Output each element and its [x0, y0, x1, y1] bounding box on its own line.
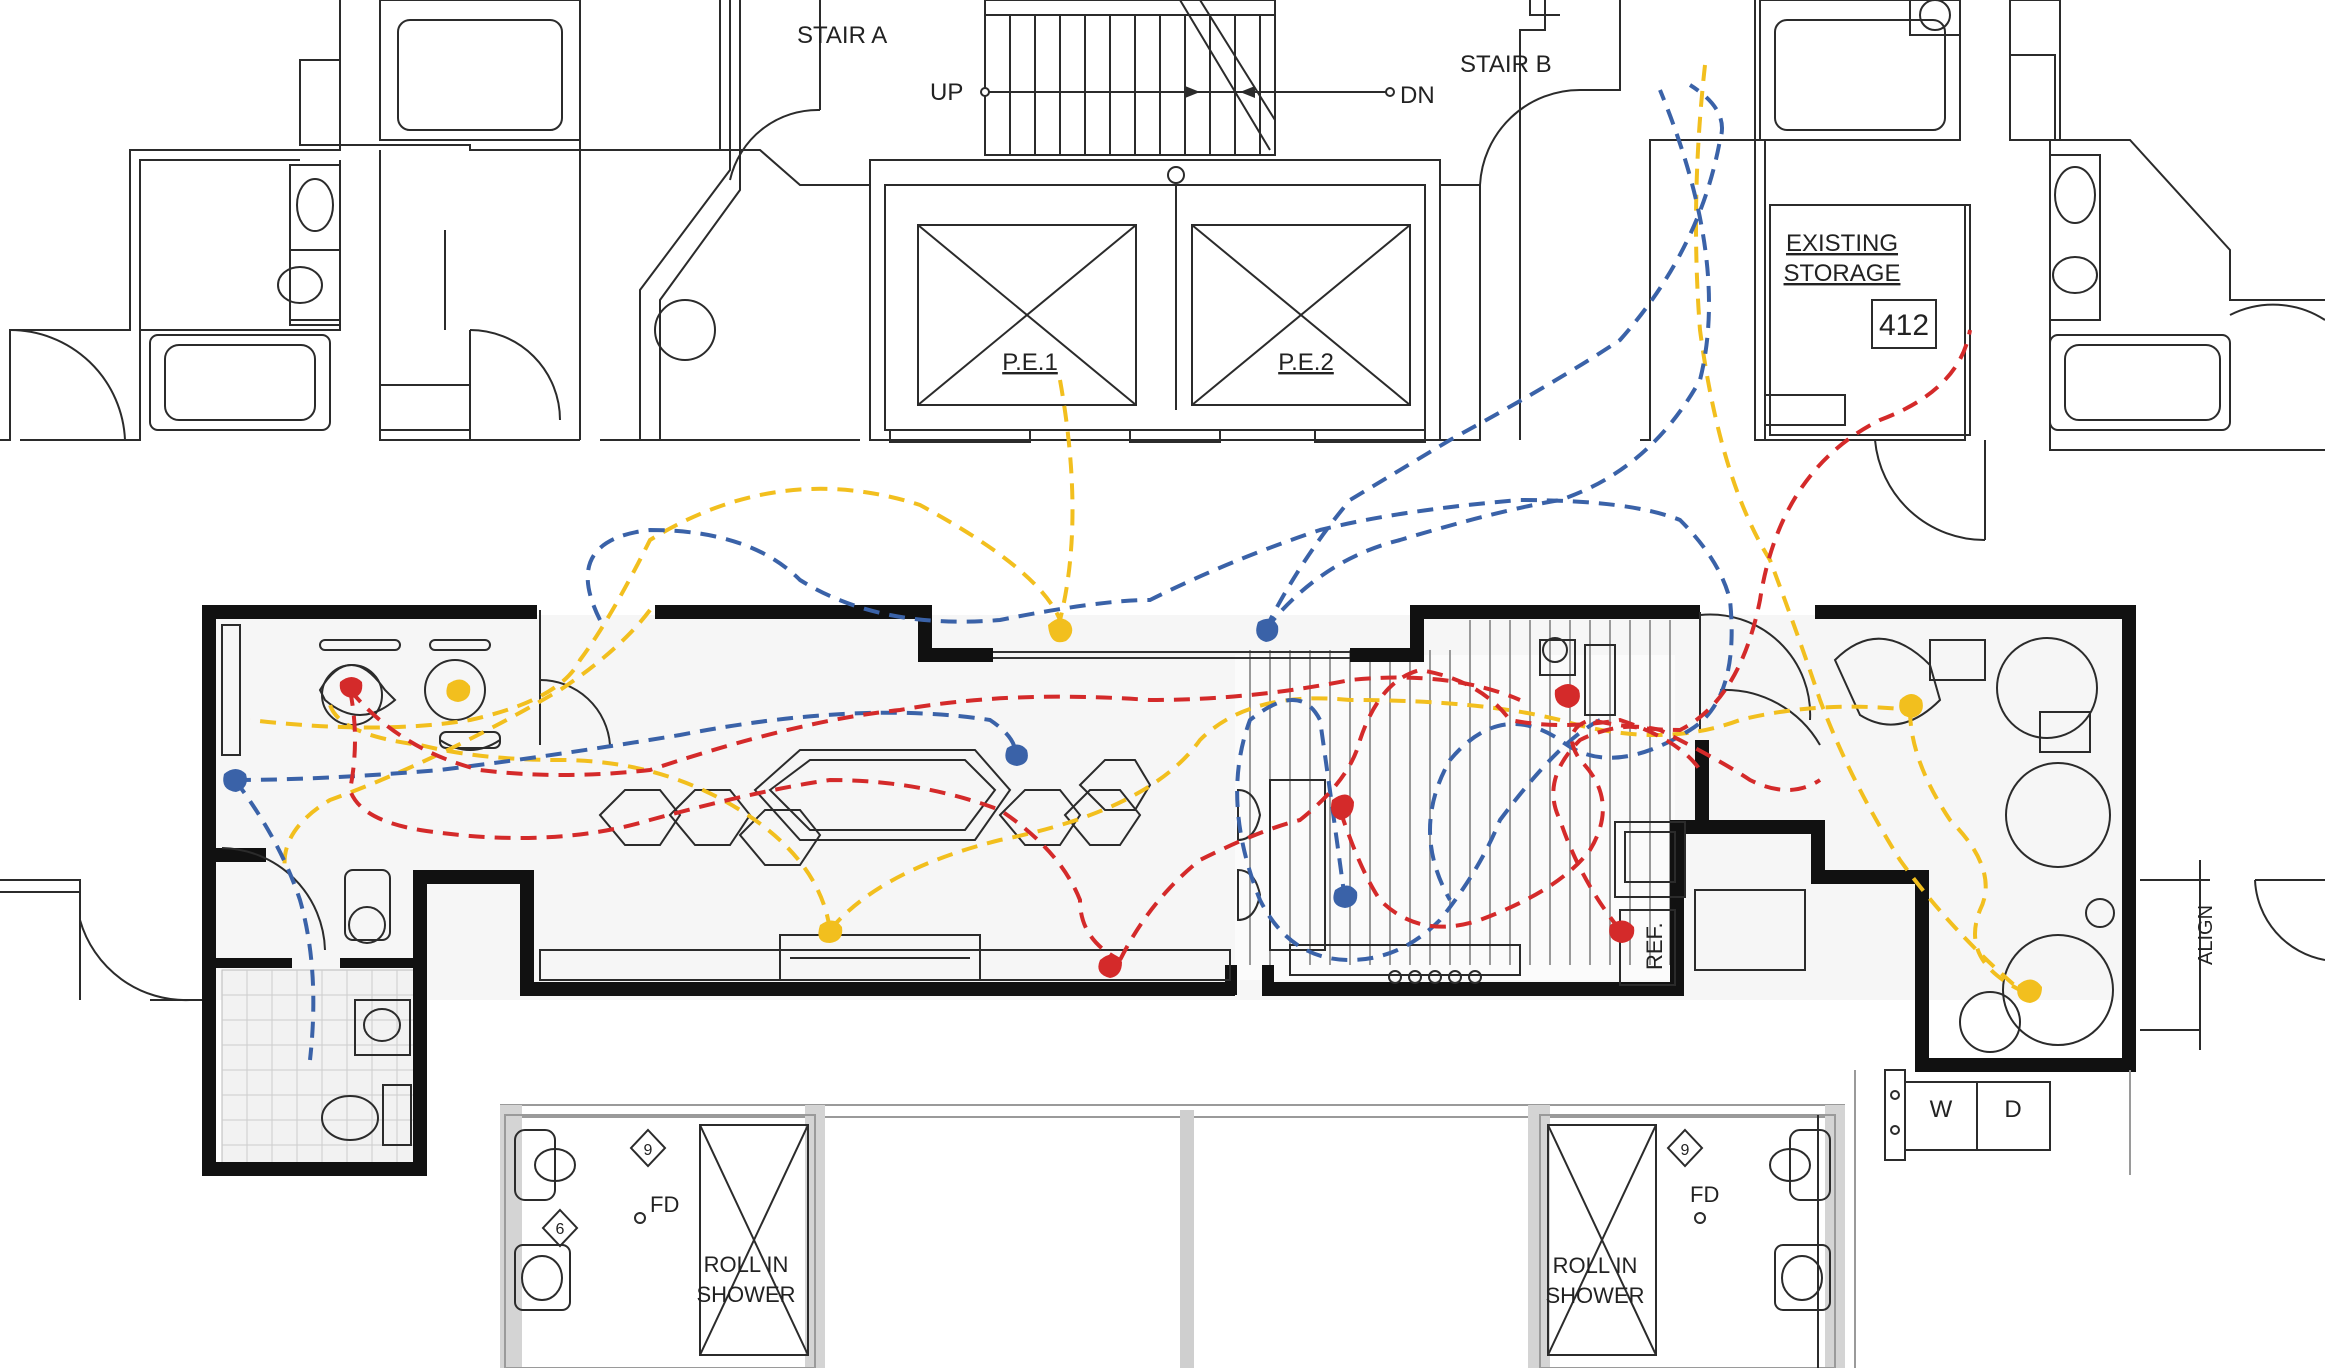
up-label: UP [930, 79, 963, 106]
red-path-2 [348, 675, 1521, 777]
red-person-marker [1554, 684, 1580, 708]
yellow-person-marker [1899, 694, 1923, 718]
yellow-person-marker [1048, 618, 1073, 643]
shower-label-right: SHOWER [1546, 1283, 1645, 1308]
washer-label: W [1930, 1096, 1953, 1123]
tag-6-left: 6 [556, 1221, 565, 1238]
blue-path-3 [585, 497, 1734, 901]
stair-treads [985, 14, 1275, 155]
stair-a-label: STAIR A [797, 22, 887, 49]
yellow-path-3 [828, 696, 1911, 932]
bathroom-tile [221, 969, 418, 1166]
blue-path-1 [1263, 83, 1724, 631]
room-number: 412 [1879, 309, 1929, 342]
tag-9-left: 9 [644, 1142, 653, 1159]
lower-bathrooms [500, 1070, 2131, 1368]
red-person-marker [1331, 794, 1354, 820]
tag-9-right: 9 [1681, 1142, 1690, 1159]
stair-b-label: STAIR B [1460, 51, 1552, 78]
blue-path-4 [234, 710, 1018, 782]
blue-path-5 [233, 778, 316, 1061]
ref-label: REF. [1642, 922, 1667, 970]
movement-paths [233, 64, 2022, 1061]
storage-label: STORAGE [1784, 260, 1901, 287]
yellow-path-4 [1908, 709, 2021, 992]
dn-label: DN [1400, 82, 1435, 109]
pe2-label: P.E.2 [1278, 349, 1334, 376]
furniture [318, 637, 2115, 1161]
align-label: ALIGN [2195, 905, 2217, 965]
labels: STAIR A STAIR B UP DN EXISTING STORAGE 4… [556, 22, 2217, 1308]
yellow-path-1 [249, 379, 1075, 730]
arrow-down-icon [1240, 86, 1255, 98]
roll-in-label-left: ROLL IN [704, 1252, 789, 1277]
red-path-1 [347, 689, 1121, 962]
red-path-4 [1338, 329, 1972, 929]
yellow-path-6 [282, 608, 652, 871]
blue-person-marker [1005, 744, 1028, 766]
blue-path-2 [1263, 89, 1711, 632]
red-person-marker [1609, 920, 1635, 943]
yellow-person-marker [818, 920, 843, 943]
blue-person-marker [1333, 885, 1358, 908]
roll-in-label-right: ROLL IN [1553, 1253, 1638, 1278]
red-person-marker [339, 677, 363, 698]
existing-upper-floor [0, 0, 2325, 542]
yellow-path-5 [1694, 64, 2022, 992]
yellow-person-marker [446, 679, 471, 702]
fd-label-right: FD [1690, 1182, 1719, 1207]
fd-label-left: FD [650, 1192, 679, 1217]
red-path-5 [1551, 724, 1822, 932]
people-markers [223, 618, 2042, 1003]
dryer-label: D [2004, 1096, 2021, 1123]
yellow-person-marker [2017, 979, 2042, 1003]
arrow-up-icon [1185, 86, 1200, 98]
existing-label: EXISTING [1786, 230, 1898, 257]
blue-person-marker [223, 769, 247, 792]
shower-label-left: SHOWER [697, 1282, 796, 1307]
pe1-label: P.E.1 [1002, 349, 1058, 376]
red-person-marker [1098, 954, 1122, 978]
blue-person-marker [1256, 618, 1279, 642]
room-number-box [1871, 299, 1937, 349]
